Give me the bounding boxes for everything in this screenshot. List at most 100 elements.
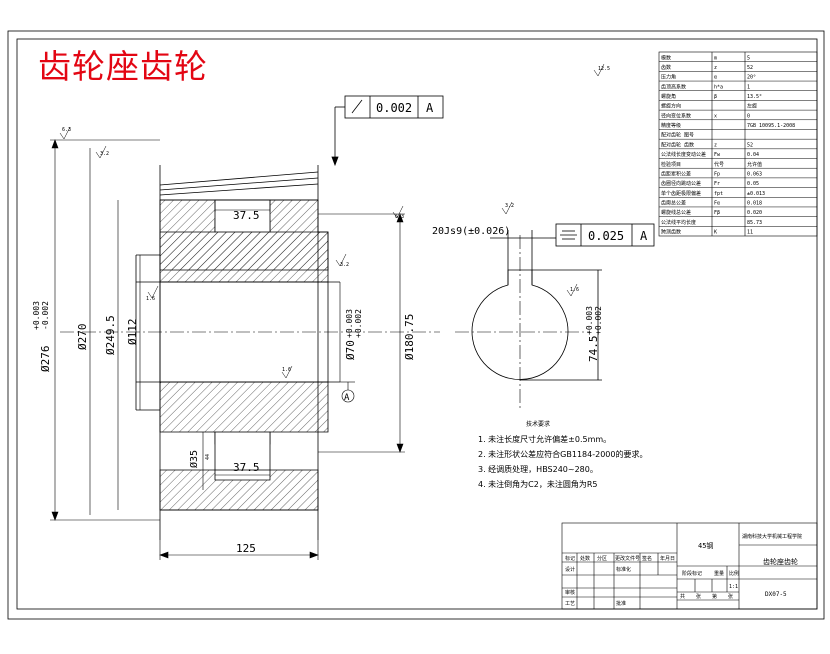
params-cell: 螺旋角 bbox=[661, 93, 676, 100]
params-cell: 7GB 10095.1-2008 bbox=[747, 123, 795, 129]
runout-value: 0.002 bbox=[376, 101, 412, 115]
tb-sheet-total: 共 bbox=[680, 593, 685, 600]
keyway-tol-lower: +0.002 bbox=[594, 306, 603, 335]
roughness-1: 6.3 bbox=[62, 127, 71, 133]
roughness-5: 1.6 bbox=[146, 296, 155, 302]
dim-w125: 125 bbox=[236, 542, 256, 555]
dim-d35: Ø35 bbox=[188, 450, 200, 468]
tb-drawing-no: DX07-5 bbox=[765, 591, 787, 598]
roughness-8: 12.5 bbox=[598, 66, 610, 72]
params-table bbox=[658, 51, 818, 237]
dim-d180: Ø180.75 bbox=[403, 314, 416, 360]
keyway-width: 20Js9(±0.026) bbox=[432, 226, 510, 237]
roughness-7: 3.2 bbox=[505, 203, 514, 209]
roughness-symbols: 6.3 3.2 6.3 3.2 1.6 1.6 3.2 12.5 1.6 bbox=[59, 63, 610, 379]
params-cell: 配对齿轮 图号 bbox=[661, 132, 694, 139]
technical-notes: 技术要求 1. 未注长度尺寸允许偏差±0.5mm。 2. 未注形状公差应符合GB… bbox=[478, 417, 647, 492]
notes-title: 技术要求 bbox=[526, 421, 551, 428]
roughness-3: 6.3 bbox=[395, 214, 404, 220]
params-cell: β bbox=[714, 94, 717, 100]
symmetry-tolerance-frame bbox=[550, 223, 655, 247]
title-block-text: 45钢 湖南科技大学机械工程学院 齿轮座齿轮 DX07-5 1:1 标记 处数 … bbox=[565, 533, 802, 607]
params-cell: 齿数 bbox=[661, 64, 671, 71]
tb-material: 45钢 bbox=[698, 541, 713, 550]
params-cell: 代号 bbox=[714, 161, 724, 168]
dim-d249: Ø249.5 bbox=[104, 315, 117, 355]
dim-w37-bottom: 37.5 bbox=[233, 461, 260, 474]
dim-d70-tol-upper: +0.003 bbox=[345, 309, 354, 338]
params-cell: Fβ bbox=[714, 210, 720, 216]
tb-craft: 工艺 bbox=[565, 601, 575, 607]
params-cell: Fα bbox=[714, 201, 720, 207]
tb-school: 湖南科技大学机械工程学院 bbox=[742, 533, 802, 540]
params-cell: Fp bbox=[714, 171, 720, 177]
params-cell: fpt bbox=[714, 191, 723, 197]
params-cell: 单个齿距极限偏差 bbox=[661, 190, 701, 197]
params-cell: 5 bbox=[747, 55, 750, 61]
tb-h-zone: 分区 bbox=[597, 555, 607, 562]
params-cell: z bbox=[714, 142, 717, 148]
tb-h-date: 年月日 bbox=[660, 555, 675, 562]
tb-standardize: 标准化 bbox=[616, 566, 631, 573]
params-cell: 公法线长度变动公差 bbox=[661, 151, 706, 158]
params-cell: 齿顶高系数 bbox=[661, 83, 686, 90]
params-cell: 11 bbox=[747, 230, 753, 236]
tb-h-sign: 签名 bbox=[642, 555, 652, 562]
params-cell: 配对齿轮 齿数 bbox=[661, 141, 694, 148]
params-cell: z bbox=[714, 65, 717, 71]
note-item-3: 3. 经调质处理，HBS240~280。 bbox=[478, 465, 598, 474]
dimension-texts: Ø276 +0.003 -0.002 Ø270 Ø249.5 Ø112 Ø70 … bbox=[32, 209, 416, 555]
params-cell: 0.04 bbox=[747, 152, 759, 158]
params-cell: 跨测齿数 bbox=[661, 229, 681, 236]
tb-designer: 设计 bbox=[565, 566, 575, 573]
params-cell: ±0.013 bbox=[747, 191, 765, 197]
dim-d70: Ø70 bbox=[344, 340, 357, 360]
tb-sheet-n: 张 bbox=[696, 593, 701, 600]
params-cell: 螺旋线总公差 bbox=[661, 209, 691, 216]
tb-sheet-n2: 张 bbox=[728, 593, 733, 600]
datum-a: A bbox=[344, 393, 350, 403]
symmetry-value: 0.025 bbox=[588, 229, 624, 243]
dim-tip-tol-lower: -0.002 bbox=[41, 301, 50, 330]
tb-approve: 批准 bbox=[616, 600, 626, 607]
params-cell: 1 bbox=[747, 84, 750, 90]
keyway-tol-upper: +0.003 bbox=[585, 306, 594, 335]
tb-h-doc: 更改文件号 bbox=[615, 555, 640, 562]
tb-h-mark: 标记 bbox=[565, 555, 575, 562]
params-cell: m bbox=[714, 55, 717, 61]
params-cell: 精度等级 bbox=[661, 122, 681, 129]
params-cell: 检验项目 bbox=[661, 161, 681, 168]
note-item-1: 1. 未注长度尺寸允许偏差±0.5mm。 bbox=[478, 435, 612, 444]
tb-stage-mark: 阶段标记 bbox=[682, 570, 702, 577]
params-cell: α bbox=[714, 75, 717, 81]
dim-w37-top: 37.5 bbox=[233, 209, 260, 222]
keyway-depth: 74.5 bbox=[587, 336, 600, 363]
dim-tip-tol-upper: +0.003 bbox=[32, 301, 41, 330]
keyway-view bbox=[471, 230, 602, 381]
params-cell: 公法线平均长度 bbox=[661, 219, 696, 226]
runout-tolerance-frame bbox=[331, 95, 444, 167]
params-cell: 模数 bbox=[661, 54, 671, 61]
dimension-lines bbox=[50, 139, 405, 560]
params-cell: 0 bbox=[747, 113, 750, 119]
title-block bbox=[561, 522, 818, 610]
tb-sheet-no: 第 bbox=[712, 593, 717, 600]
params-cell: 径向变位系数 bbox=[661, 112, 691, 119]
params-cell: 20° bbox=[747, 75, 756, 81]
params-cell: 13.5° bbox=[747, 94, 762, 100]
symmetry-datum: A bbox=[640, 229, 648, 243]
overlay-title: 齿轮座齿轮 bbox=[38, 47, 208, 86]
dim-tip-diameter: Ø276 bbox=[39, 346, 52, 373]
note-item-4: 4. 未注倒角为C2，未注圆角为R5 bbox=[478, 480, 598, 489]
dim-d70-tol-lower: +0.002 bbox=[354, 309, 363, 338]
tb-h-count: 处数 bbox=[580, 555, 590, 562]
inner-border bbox=[16, 38, 818, 610]
params-cell: 齿廓总公差 bbox=[661, 200, 686, 207]
note-item-2: 2. 未注形状公差应符合GB1184-2000的要求。 bbox=[478, 450, 648, 459]
params-cell: Fw bbox=[714, 152, 721, 158]
params-cell: 85.73 bbox=[747, 220, 762, 226]
params-cell: 允许值 bbox=[747, 161, 762, 168]
tb-drawing-name: 齿轮座齿轮 bbox=[763, 557, 798, 566]
roughness-9: 1.6 bbox=[570, 287, 579, 293]
